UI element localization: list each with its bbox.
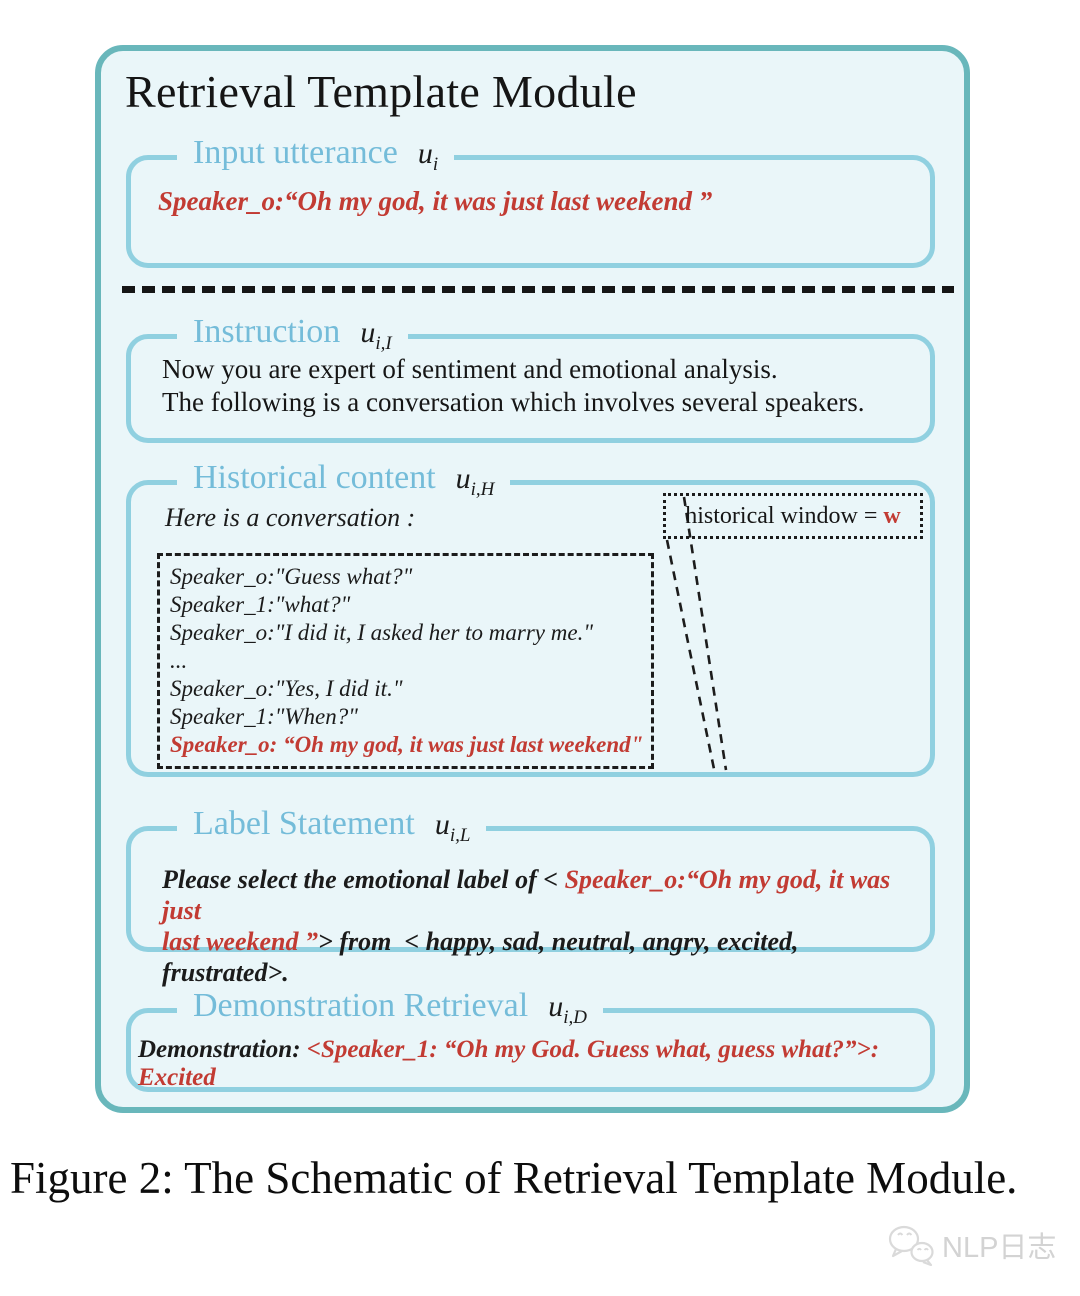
historical-content-symbol: ui,H — [455, 462, 495, 500]
watermark-text: NLP日志 — [942, 1232, 1057, 1264]
instruction-line-2: The following is a conversation which in… — [162, 387, 865, 417]
input-utterance-symbol: ui — [417, 137, 439, 175]
conversation-dashed-box: Speaker_o:"Guess what?" Speaker_1:"what?… — [157, 553, 654, 769]
window-size-value: w — [883, 502, 901, 529]
input-utterance-legend: Input utterance ui — [177, 134, 455, 182]
input-utterance-panel: Input utterance ui Speaker_o:“Oh my god,… — [126, 134, 935, 268]
label-statement-legend: Label Statement ui,L — [177, 805, 487, 853]
conversation-intro-text: Here is a conversation : — [165, 503, 416, 532]
instruction-title: Instruction — [193, 313, 341, 350]
instruction-symbol: ui,I — [360, 316, 392, 354]
dialogue-line-target: Speaker_o: “Oh my god, it was just last … — [170, 732, 644, 757]
historical-window-label: historical window = w — [663, 493, 923, 539]
input-utterance-title: Input utterance — [193, 134, 398, 171]
module-title: Retrieval Template Module — [125, 66, 637, 117]
instruction-legend: Instruction ui,I — [177, 313, 408, 361]
label-statement-line-1: Please select the emotional label of < S… — [162, 865, 897, 925]
dialogue-line: Speaker_o:"Guess what?" — [170, 564, 413, 589]
dialogue-line: Speaker_o:"Yes, I did it." — [170, 676, 403, 701]
dialogue-line: Speaker_1:"When?" — [170, 704, 358, 729]
wechat-logo-icon — [888, 1225, 934, 1266]
demonstration-text: Demonstration: <Speaker_1: “Oh my God. G… — [138, 1036, 886, 1091]
demonstration-retrieval-symbol: ui,D — [548, 990, 587, 1028]
watermark: NLP日志 — [886, 1224, 1056, 1266]
input-utterance-text: Speaker_o:“Oh my god, it was just last w… — [158, 186, 713, 216]
instruction-line-1: Now you are expert of sentiment and emot… — [162, 354, 778, 384]
historical-content-panel: Historical content ui,H Here is a conver… — [126, 459, 935, 777]
dashed-divider — [122, 286, 954, 293]
instruction-panel: Instruction ui,I Now you are expert of s… — [126, 313, 935, 443]
figure-caption: Figure 2: The Schematic of Retrieval Tem… — [10, 1153, 1018, 1203]
label-statement-title: Label Statement — [193, 805, 415, 842]
dialogue-line: Speaker_1:"what?" — [170, 592, 351, 617]
instruction-text: Now you are expert of sentiment and emot… — [162, 353, 865, 419]
label-statement-line-2: last weekend ”> from < happy, sad, neutr… — [162, 927, 806, 987]
dialogue-line: Speaker_o:"I did it, I asked her to marr… — [170, 620, 593, 645]
label-statement-panel: Label Statement ui,L Please select the e… — [126, 805, 935, 987]
historical-content-legend: Historical content ui,H — [177, 459, 511, 507]
historical-content-title: Historical content — [193, 459, 436, 496]
label-statement-text: Please select the emotional label of < S… — [162, 864, 930, 988]
demonstration-retrieval-panel: Demonstration Retrieval ui,D Demonstrati… — [126, 987, 935, 1092]
retrieval-template-module-frame: Retrieval Template Module Input utteranc… — [95, 45, 970, 1113]
demonstration-retrieval-legend: Demonstration Retrieval ui,D — [177, 987, 603, 1035]
demonstration-retrieval-title: Demonstration Retrieval — [193, 987, 529, 1024]
label-statement-symbol: ui,L — [434, 808, 471, 846]
dialogue-line: ... — [170, 648, 188, 673]
